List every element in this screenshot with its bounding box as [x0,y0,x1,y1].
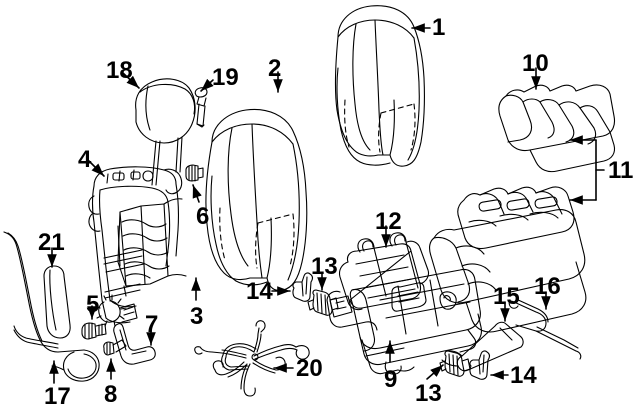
callout-17[interactable]: 17 [44,383,71,410]
part-13-track-lock-latch-lower [439,350,471,377]
callout-13[interactable]: 13 [311,253,338,280]
part-13-track-lock-latch-upper [307,289,339,316]
callout-14[interactable]: 14 [246,278,273,305]
callout-19[interactable]: 19 [212,64,239,91]
part-16-adjuster-link-rod [508,298,582,360]
callout-10[interactable]: 10 [522,50,549,77]
callout-15[interactable]: 15 [493,283,520,310]
part-9-seat-track-adjuster [326,268,482,375]
part-recliner-mechanism [95,294,138,327]
callout-20[interactable]: 20 [296,355,323,382]
callout-11[interactable]: 11 [608,157,634,184]
part-4-seat-back-frame [88,166,183,324]
part-8-lever-pivot-pin [103,339,127,356]
part-6-headrest-guide-bushing [185,164,204,182]
callout-3[interactable]: 3 [190,303,204,330]
part-20-seat-wire-harness [194,320,310,397]
part-21-side-airbag-module [43,265,71,339]
callout-1[interactable]: 1 [432,14,446,41]
part-17-seat-wiring-cable [3,231,100,382]
callout-7[interactable]: 7 [145,311,159,338]
callout-12[interactable]: 12 [375,208,402,235]
callout-4[interactable]: 4 [78,146,92,173]
callout-14-right[interactable]: 14 [510,362,537,389]
part-10-seat-cushion-cover [498,84,616,173]
part-2-seat-back-cushion-assembly [205,108,308,292]
callout-16[interactable]: 16 [534,273,561,300]
callout-13-lower[interactable]: 13 [415,380,442,407]
callout-9[interactable]: 9 [384,366,398,393]
callout-8[interactable]: 8 [104,381,118,408]
leader-lines [47,23,605,384]
callout-2[interactable]: 2 [268,55,282,82]
part-3-seat-back-spring-pad [117,198,187,297]
part-19-headrest-lock-bolt [194,87,208,128]
part-1-seat-back-cover-upper [334,5,425,167]
callout-6[interactable]: 6 [196,203,210,230]
part-14-track-cover-clip-right [469,350,490,380]
callout-21[interactable]: 21 [38,229,65,256]
callout-5[interactable]: 5 [86,291,100,318]
part-5-recliner-knob-bolt [81,322,107,340]
part-12-cushion-spring-frame [338,232,430,311]
callout-18[interactable]: 18 [106,57,133,84]
part-14-track-cover-clip-left [292,272,313,302]
part-11-cushion-pad-set [429,186,587,333]
